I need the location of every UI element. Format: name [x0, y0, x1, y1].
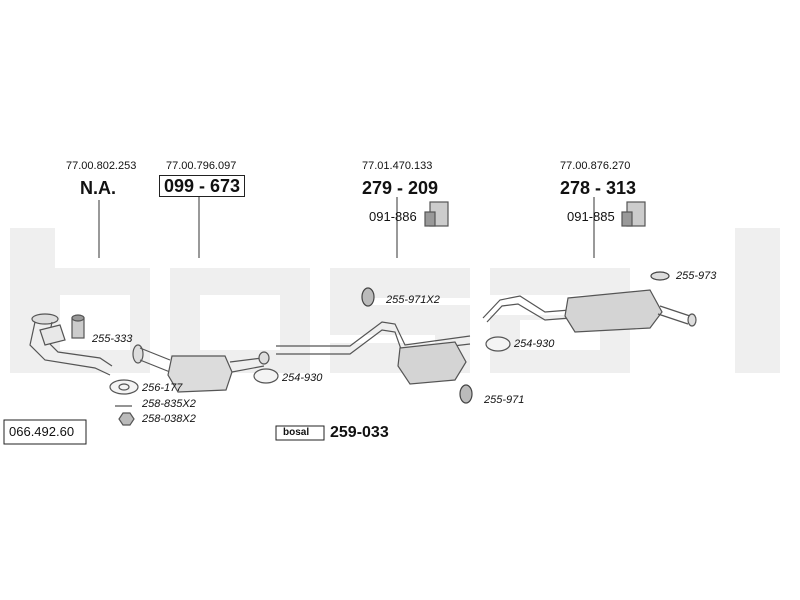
- oe-number-4: 77.00.876.270: [560, 160, 631, 172]
- label-258-038x2: 258-038X2: [142, 413, 196, 425]
- label-255-971x2: 255-971X2: [386, 294, 440, 306]
- oe-number-1: 77.00.802.253: [66, 160, 137, 172]
- oe-number-2: 77.00.796.097: [166, 160, 237, 172]
- nut-258-038-drawing: [118, 412, 135, 426]
- kit-ref: 259-033: [330, 424, 389, 441]
- label-255-971: 255-971: [484, 394, 525, 406]
- label-255-333: 255-333: [92, 333, 133, 345]
- gasket-256-177-drawing: [109, 379, 139, 395]
- kit-icon-091-886: [424, 201, 449, 227]
- clamp-254-930-right-drawing: [485, 336, 511, 352]
- kit-icon-091-885: [621, 201, 646, 227]
- label-256-177: 256-177: [142, 382, 183, 394]
- label-258-835x2: 258-835X2: [142, 398, 196, 410]
- kit-logo-box: [275, 425, 325, 441]
- label-254-930-right: 254-930: [514, 338, 555, 350]
- front-downpipe-drawing: [29, 313, 113, 376]
- sub-ref-4: 091-885: [567, 209, 615, 224]
- rear-silencer-drawing: [482, 289, 697, 333]
- hanger-255-971x2-drawing: [361, 287, 375, 307]
- kit-logo: bosal: [283, 427, 310, 438]
- bosal-watermark: [10, 228, 780, 373]
- catalytic-converter-drawing: [132, 344, 270, 393]
- part-ref-4: 278 - 313: [560, 178, 637, 198]
- hanger-255-973-drawing: [650, 271, 670, 281]
- part-ref-3: 279 - 209: [362, 178, 439, 198]
- part-ref-1: N.A.: [80, 178, 116, 198]
- clamp-254-930-left-drawing: [253, 368, 279, 384]
- drawing-number-box: [3, 419, 87, 445]
- label-255-973: 255-973: [676, 270, 717, 282]
- oe-number-3: 77.01.470.133: [362, 160, 433, 172]
- leader-lines: [98, 197, 595, 258]
- centre-silencer-drawing: [276, 321, 471, 385]
- hanger-255-971-drawing: [459, 384, 473, 404]
- part-ref-2: 099 - 673: [159, 175, 246, 197]
- label-254-930-left: 254-930: [282, 372, 323, 384]
- sub-ref-3: 091-886: [369, 209, 417, 224]
- drawing-number: 066.492.60: [9, 424, 75, 439]
- mount-255-333-drawing: [71, 314, 85, 339]
